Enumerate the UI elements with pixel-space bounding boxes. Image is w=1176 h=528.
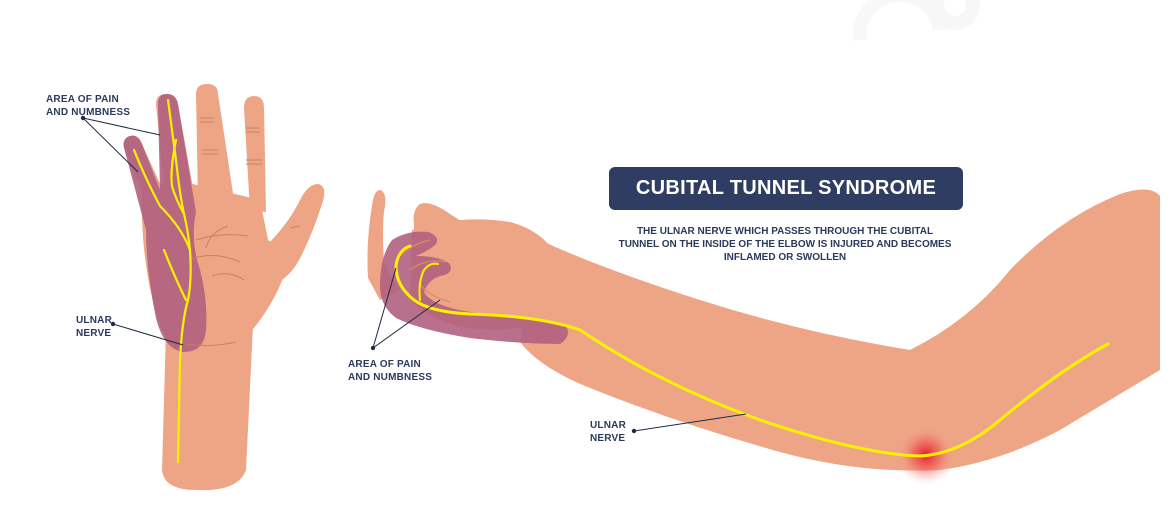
right-arm <box>367 189 1160 485</box>
arm-silhouette <box>520 189 1160 471</box>
hand-pain-label-line1: AREA OF PAIN <box>46 94 119 105</box>
arm-pain-label-line2: AND NUMBNESS <box>348 372 433 383</box>
arm-pointer-dots <box>370 345 637 434</box>
hand-nerve-label: ULNAR NERVE <box>76 314 112 340</box>
middle-finger <box>196 84 234 200</box>
hand-pain-label: AREA OF PAIN AND NUMBNESS <box>46 93 130 119</box>
description-line-1: THE ULNAR NERVE WHICH PASSES THROUGH THE… <box>636 226 934 237</box>
hand-numb-area <box>123 94 207 352</box>
arm-nerve-label: ULNAR NERVE <box>590 419 626 445</box>
hand-pointer-dots <box>80 115 116 327</box>
watermark <box>852 0 980 41</box>
index-finger <box>244 96 266 212</box>
hand-nerve-label-line2: NERVE <box>76 328 112 339</box>
arm-hand-numb-area <box>380 231 568 344</box>
hand-nerve-label-line1: ULNAR <box>76 315 112 326</box>
arm-pointer-lines <box>372 267 747 432</box>
arm-ulnar-nerve-branch <box>418 262 439 301</box>
hand-ulnar-nerve <box>132 98 192 464</box>
knuckle-marks <box>200 117 301 229</box>
title-banner: CUBITAL TUNNEL SYNDROME <box>609 167 963 210</box>
description-line-3: INFLAMED OR SWOLLEN <box>723 252 847 263</box>
wrist <box>162 325 253 491</box>
thumb <box>262 184 325 286</box>
description-line-2: TUNNEL ON THE INSIDE OF THE ELBOW IS INJ… <box>618 239 952 250</box>
hand-pointer-lines <box>82 117 184 346</box>
arm-nerve-label-line2: NERVE <box>590 433 626 444</box>
description: THE ULNAR NERVE WHICH PASSES THROUGH THE… <box>600 225 970 264</box>
left-hand <box>80 84 325 491</box>
arm-ulnar-nerve <box>394 244 1110 458</box>
arm-nerve-label-line1: ULNAR <box>590 420 626 431</box>
arm-pain-label: AREA OF PAIN AND NUMBNESS <box>348 358 432 384</box>
hand-pain-label-line2: AND NUMBNESS <box>46 107 131 118</box>
arm-hand-index <box>367 190 400 300</box>
arm-pain-label-line1: AREA OF PAIN <box>348 359 421 370</box>
page-title: CUBITAL TUNNEL SYNDROME <box>635 177 937 199</box>
palm-creases <box>185 225 249 347</box>
